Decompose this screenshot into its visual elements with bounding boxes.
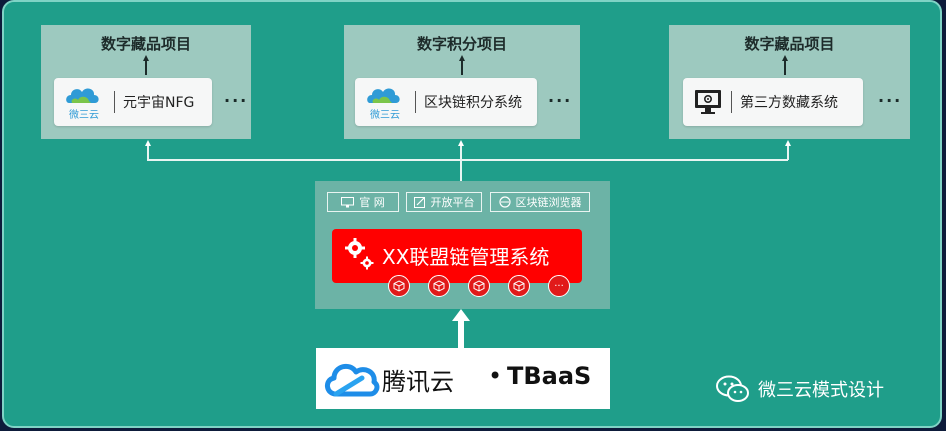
connector-middle-arrow (458, 140, 464, 146)
project-title-2: 数字积分项目 (416, 35, 507, 53)
wechat-icon (716, 375, 749, 402)
card-separator (114, 91, 115, 113)
project-title-1: 数字藏品项目 (100, 35, 191, 53)
title-arrow-head-1 (143, 55, 149, 61)
node-2[interactable] (428, 275, 450, 297)
project-panel-3: 数字藏品项目 第三方数藏系统 ··· (669, 25, 910, 139)
gear-icon (345, 238, 374, 270)
chip-label-blockchain-browser: 区块链浏览器 (515, 196, 582, 209)
card-separator (731, 91, 732, 113)
watermark-text: 微三云模式设计 (758, 380, 884, 401)
cube-icon (393, 280, 405, 292)
title-arrow-head-3 (782, 55, 788, 61)
svg-text:微三云: 微三云 (69, 108, 99, 121)
platform-box: 腾讯云 • TBaaS (316, 348, 610, 409)
project-card-3[interactable]: 第三方数藏系统 (683, 78, 863, 126)
project-card-label-2: 区块链积分系统 (424, 95, 522, 111)
weisanyun-logo-icon: 微三云 (367, 88, 400, 121)
node-1[interactable] (388, 275, 410, 297)
platform-arrow-head (452, 309, 470, 321)
more-indicator-2: ··· (548, 91, 573, 110)
platform-product: TBaaS (507, 362, 592, 390)
title-arrow-line-1 (145, 61, 147, 75)
svg-text:微三云: 微三云 (370, 108, 400, 121)
chip-blockchain-browser[interactable]: 区块链浏览器 (490, 192, 590, 212)
card-separator (415, 91, 416, 113)
chip-label-official-site: 官 网 (359, 196, 385, 209)
browser-icon (498, 196, 511, 208)
chip-open-platform[interactable]: 开放平台 (406, 192, 482, 212)
cube-icon (433, 280, 445, 292)
node-4[interactable] (508, 275, 530, 297)
edit-square-icon (413, 197, 425, 208)
project-card-label-1: 元宇宙NFG (123, 95, 195, 111)
chip-label-open-platform: 开放平台 (430, 196, 475, 209)
cube-icon (513, 280, 525, 292)
project-title-3: 数字藏品项目 (744, 35, 835, 53)
node-more[interactable]: ··· (548, 275, 570, 297)
core-system-bar: XX联盟链管理系统 (332, 229, 582, 283)
watermark: 微三云模式设计 (716, 375, 884, 403)
project-card-2[interactable]: 微三云 区块链积分系统 (355, 78, 537, 126)
more-icon: ··· (554, 280, 564, 292)
platform-name: 腾讯云 (382, 368, 454, 396)
core-system-title: XX联盟链管理系统 (382, 245, 550, 269)
tencent-cloud-logo-icon (325, 363, 380, 397)
more-indicator-1: ··· (224, 91, 249, 110)
project-panel-1: 数字藏品项目 微三云 元宇宙NFG ··· (41, 25, 251, 139)
title-arrow-head-2 (459, 55, 465, 61)
core-system-panel: 官 网 开放平台 区块链浏览器 (315, 181, 610, 309)
connector-right-vertical (787, 145, 789, 160)
chip-official-site[interactable]: 官 网 (327, 192, 399, 212)
project-panel-2: 数字积分项目 微三云 区块链积分系统 ··· (344, 25, 580, 139)
platform-bullet: • (488, 362, 503, 390)
cube-icon (473, 280, 485, 292)
connector-horizontal (147, 159, 788, 161)
node-3[interactable] (468, 275, 490, 297)
title-arrow-line-3 (784, 61, 786, 75)
project-card-label-3: 第三方数藏系统 (740, 95, 838, 111)
platform-arrow-shaft (458, 320, 464, 348)
connector-left-vertical (147, 145, 149, 160)
weisanyun-logo-icon: 微三云 (66, 88, 99, 121)
monitor-icon (341, 196, 355, 207)
monitor-gear-icon (695, 90, 721, 114)
connector-middle-vertical (460, 145, 462, 181)
connector-right-arrow (785, 140, 791, 146)
connector-left-arrow (145, 140, 151, 146)
project-card-1[interactable]: 微三云 元宇宙NFG (54, 78, 212, 126)
more-indicator-3: ··· (878, 91, 903, 110)
title-arrow-line-2 (461, 61, 463, 75)
